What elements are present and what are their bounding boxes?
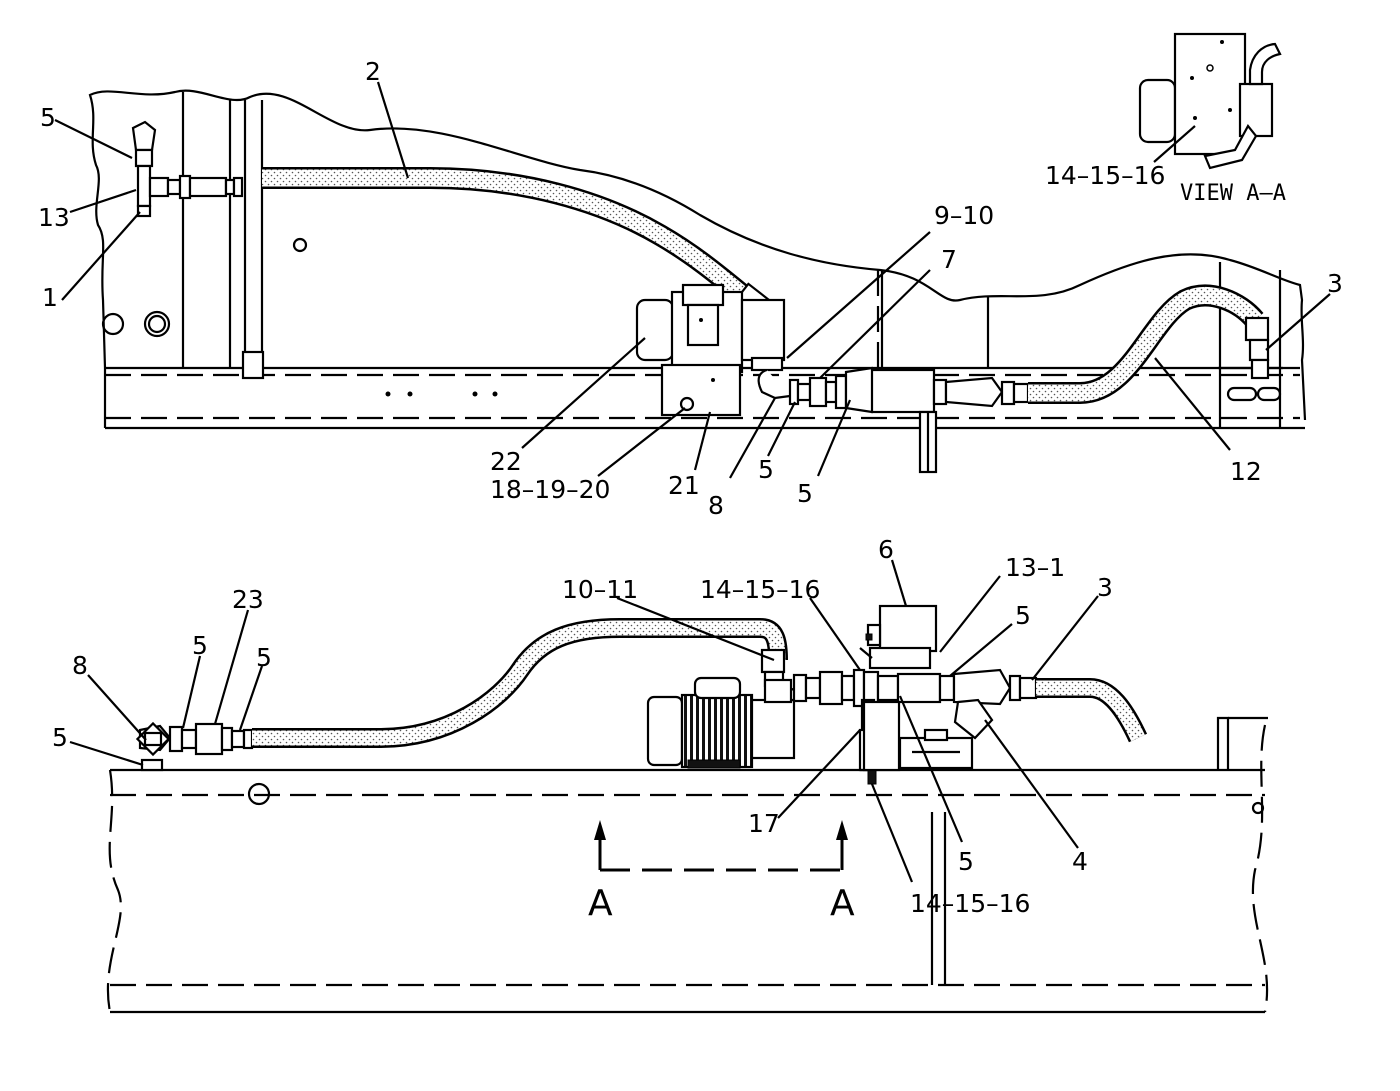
top-frame-break-outline [88,89,1307,421]
callout-2-top: 2 [365,57,381,86]
callout-8-top: 8 [708,491,724,520]
top-pump-assembly [635,283,791,417]
top-left-tee-fitting [131,120,244,218]
callout-5-top-mid: 5 [758,455,774,484]
callout-5-top-right: 5 [797,479,813,508]
side-fitting-chain [792,668,942,785]
callout-1-top: 1 [42,283,58,312]
side-elevation-view: A A 8 5 5 23 5 10–11 14–15–16 6 1 [52,535,1269,1014]
callout-5-side-bottom: 5 [958,847,974,876]
side-pump-motor [646,676,802,769]
callout-18-19-20-top: 18–19–20 [490,475,610,504]
callout-5-side-left: 5 [192,631,208,660]
section-a-a-cut-line [594,820,848,872]
callout-14-15-16-side-bottom: 14–15–16 [910,889,1030,918]
top-cross-members [181,92,1282,428]
top-hose-12-end-fitting [1244,316,1270,342]
callout-21-top: 21 [668,471,700,500]
callout-8-side: 8 [72,651,88,680]
callout-17-side: 17 [748,809,780,838]
top-plan-view: 5 13 1 2 9–10 7 3 22 18–19–20 21 8 5 5 1… [38,57,1343,520]
top-frame-holes [101,237,1283,402]
callout-9-10-top: 9–10 [934,201,994,230]
side-box-6 [859,604,938,670]
side-vertical-member [930,812,947,985]
side-frame-right-bracket [1216,716,1230,770]
view-a-a-title: VIEW A–A [1180,181,1286,206]
section-mark-a-left: A [588,883,613,924]
callout-3-side: 3 [1097,573,1113,602]
top-fitting-chain [788,366,1030,474]
callout-7-top: 7 [941,245,957,274]
top-leader-lines [54,81,1331,479]
callout-5-side-mid: 5 [256,643,272,672]
side-strainer-4 [898,668,1038,770]
callout-6-side: 6 [878,535,894,564]
callout-5-side-far-left: 5 [52,723,68,752]
callout-10-11-side: 10–11 [562,575,638,604]
section-mark-a-right: A [830,883,855,924]
side-leader-lines [69,559,1099,883]
callout-13-top: 13 [38,203,70,232]
side-frame-right-break [1251,724,1269,1013]
callout-14-15-16-view-aa: 14–15–16 [1045,161,1165,190]
callout-12-top: 12 [1230,457,1262,486]
callout-4-side: 4 [1072,847,1088,876]
callout-5-top-left: 5 [40,103,56,132]
callout-5-side-right: 5 [1015,601,1031,630]
callout-22-top: 22 [490,447,522,476]
callout-23-side: 23 [232,585,264,614]
callout-14-15-16-side-top: 14–15–16 [700,575,820,604]
callout-3-top: 3 [1327,269,1343,298]
side-frame-left-break [106,769,122,1013]
view-a-a-inset: 14–15–16 VIEW A–A [1045,32,1286,206]
side-hose-elbow-fitting [760,648,786,674]
callout-13-1-side: 13–1 [1005,553,1065,582]
side-left-elbow-fitting [135,721,254,772]
